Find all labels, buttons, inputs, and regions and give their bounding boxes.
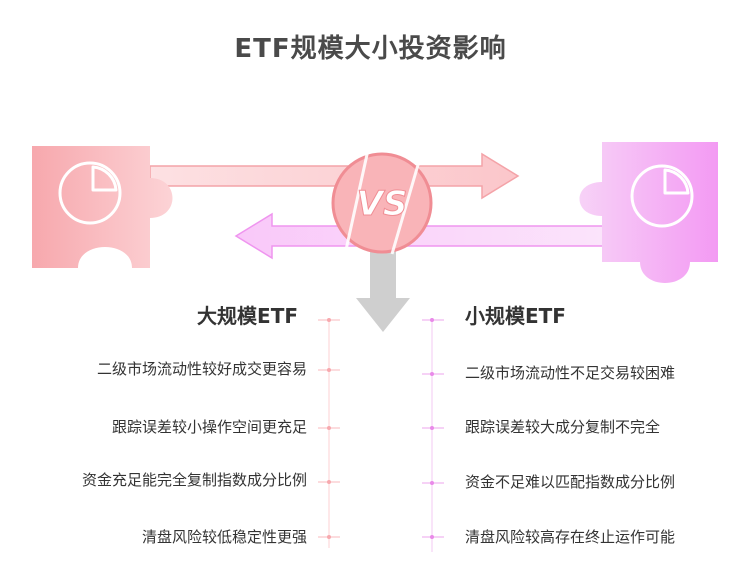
small-etf-item-liquidation: 清盘风险较高存在终止运作可能: [465, 528, 676, 546]
pie-chart-icon: [58, 161, 122, 225]
right-puzzle-icon: [579, 142, 718, 283]
right-arrow: [149, 152, 520, 200]
small-etf-item-liquidity: 二级市场流动性不足交易较困难: [465, 364, 676, 382]
large-etf-item-tracking: 跟踪误差较小操作空间更充足: [111, 418, 307, 436]
down-arrow-icon: [356, 240, 410, 332]
left-puzzle-icon: [32, 146, 173, 268]
large-etf-heading: 大规模ETF: [197, 304, 298, 328]
pie-chart-icon: [630, 164, 694, 228]
small-etf-heading: 小规模ETF: [465, 304, 566, 328]
large-etf-item-liquidation: 清盘风险较低稳定性更强: [141, 528, 307, 546]
page-title: ETF规模大小投资影响: [234, 34, 507, 64]
large-etf-item-liquidity: 二级市场流动性较好成交更容易: [96, 360, 307, 378]
vs-icon: VS: [331, 149, 433, 255]
right-timeline: [422, 318, 444, 552]
small-etf-item-replication: 资金不足难以匹配指数成分比例: [465, 473, 676, 491]
large-etf-item-replication: 资金充足能完全复制指数成分比例: [81, 471, 307, 489]
small-etf-item-tracking: 跟踪误差较大成分复制不完全: [465, 418, 661, 436]
left-timeline: [318, 318, 340, 548]
left-arrow: [234, 212, 606, 260]
svg-text:VS: VS: [357, 184, 408, 224]
